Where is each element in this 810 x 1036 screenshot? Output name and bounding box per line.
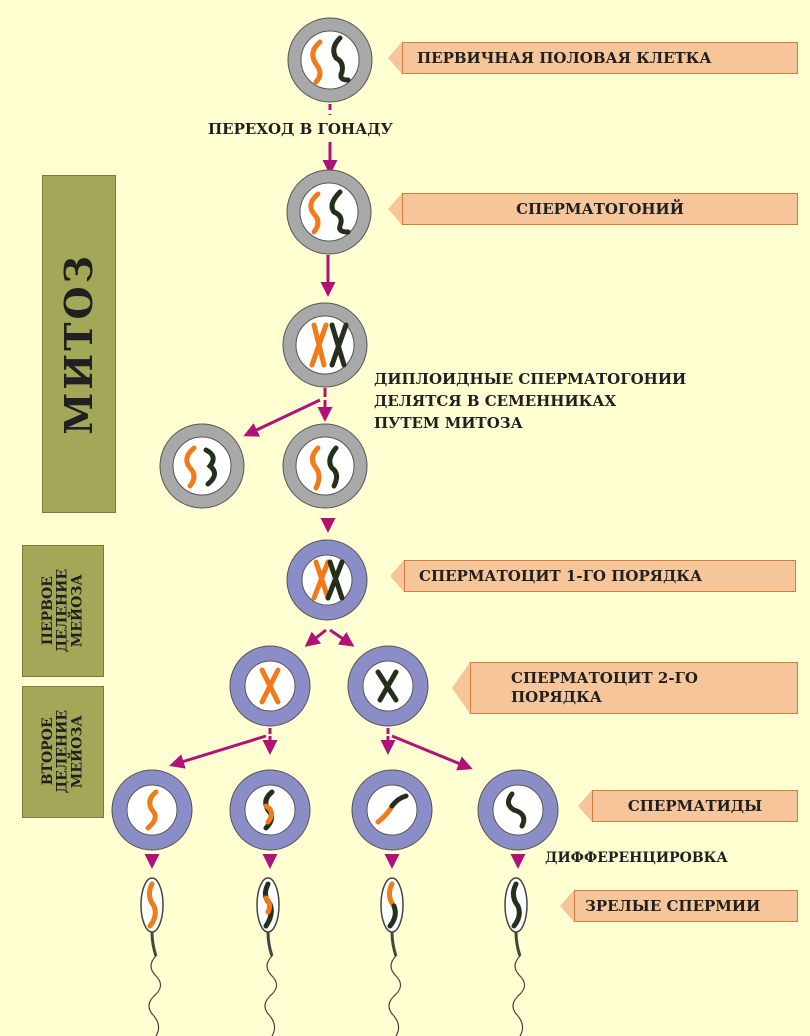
stage-box-mitosis: МИТОЗ (42, 175, 116, 513)
label-secondary-spermatocyte-2: ПОРЯДКА (511, 688, 602, 706)
cell-secondary-spermatocyte-left (229, 645, 311, 727)
sperm-2 (256, 877, 280, 1036)
stage-box-meiosis-1-text: ПЕРВОЕ ДЕЛЕНИЕ МЕЙОЗА (39, 569, 86, 652)
stage-box-meiosis-2: ВТОРОЕ ДЕЛЕНИЕ МЕЙОЗА (22, 686, 104, 818)
stage-box-mitosis-text: МИТОЗ (56, 253, 102, 435)
arrow-meiosis2a-left (169, 734, 267, 769)
label-primary-spermatocyte: СПЕРМАТОЦИТ 1-ГО ПОРЯДКА (390, 560, 796, 592)
cell-secondary-spermatocyte-right (347, 645, 429, 727)
label-migration: ПЕРЕХОД В ГОНАДУ (208, 120, 393, 138)
label-spermatids-text: СПЕРМАТИДЫ (627, 797, 763, 815)
label-primordial-cell: ПЕРВИЧНАЯ ПОЛОВАЯ КЛЕТКА (388, 42, 798, 74)
label-spermatids: СПЕРМАТИДЫ (578, 790, 798, 822)
cell-spermatogonium (286, 169, 372, 255)
arrow-mitosis-left (243, 398, 321, 437)
arrow-meiosis1-right (329, 628, 355, 647)
label-spermatogonium: СПЕРМАТОГОНИЙ (388, 193, 798, 225)
sperm-3 (380, 877, 404, 1036)
stage-box-meiosis-1-line3: МЕЙОЗА (69, 574, 86, 648)
cell-spermatid-1 (111, 769, 193, 851)
label-mitosis-note-3: ПУТЕМ МИТОЗА (374, 414, 523, 432)
stage-box-meiosis-2-text: ВТОРОЕ ДЕЛЕНИЕ МЕЙОЗА (39, 710, 86, 793)
label-mature-sperm-text: ЗРЕЛЫЕ СПЕРМИИ (585, 897, 761, 915)
cell-primordial (287, 17, 373, 103)
label-spermatogonium-text: СПЕРМАТОГОНИЙ (516, 200, 684, 218)
cell-spermatid-2 (229, 769, 311, 851)
stage-box-meiosis-1-line1: ПЕРВОЕ (39, 576, 56, 646)
cell-spermatid-4 (477, 769, 559, 851)
cell-daughter-right (282, 423, 368, 509)
cell-primary-spermatocyte (286, 539, 368, 621)
label-mitosis-note-1: ДИПЛОИДНЫЕ СПЕРМАТОГОНИИ (374, 370, 687, 388)
label-mature-sperm: ЗРЕЛЫЕ СПЕРМИИ (560, 890, 798, 922)
arrow-meiosis2b-right (391, 734, 473, 771)
label-secondary-spermatocyte: СПЕРМАТОЦИТ 2-ГО ПОРЯДКА (452, 662, 798, 714)
cell-spermatogonium-dividing (282, 302, 368, 388)
stage-box-meiosis-2-line1: ВТОРОЕ (39, 718, 56, 786)
label-differentiation: ДИФФЕРЕНЦИРОВКА (545, 850, 728, 866)
label-secondary-spermatocyte-1: СПЕРМАТОЦИТ 2-ГО (511, 669, 699, 688)
label-primordial-cell-text: ПЕРВИЧНАЯ ПОЛОВАЯ КЛЕТКА (417, 49, 712, 67)
label-primary-spermatocyte-text: СПЕРМАТОЦИТ 1-ГО ПОРЯДКА (419, 567, 703, 585)
label-mitosis-note-2: ДЕЛЯТСЯ В СЕМЕННИКАХ (374, 392, 617, 410)
arrow-meiosis1-left (304, 628, 327, 647)
stage-box-meiosis-1: ПЕРВОЕ ДЕЛЕНИЕ МЕЙОЗА (22, 545, 104, 677)
sperm-1 (140, 877, 164, 1036)
stage-box-meiosis-2-line3: МЕЙОЗА (69, 715, 86, 789)
sperm-4 (504, 877, 528, 1036)
cell-daughter-left (159, 423, 245, 509)
cell-spermatid-3 (351, 769, 433, 851)
